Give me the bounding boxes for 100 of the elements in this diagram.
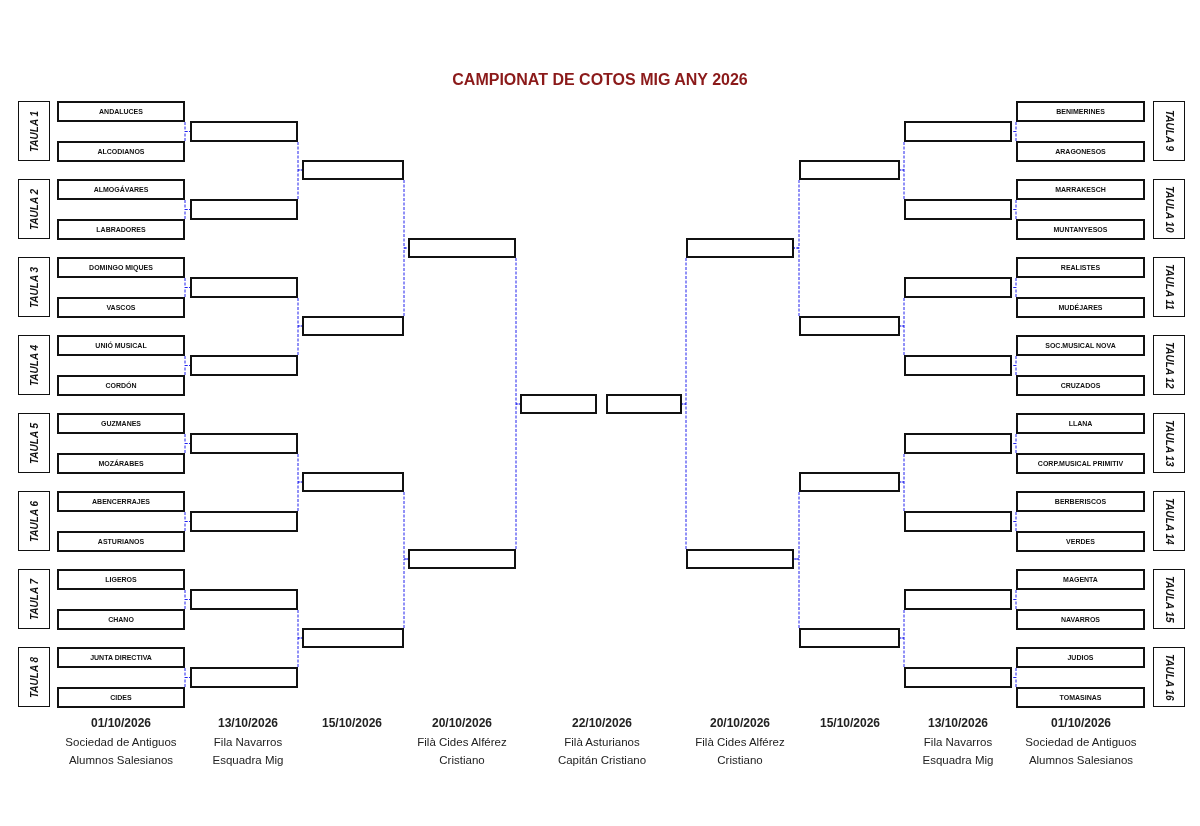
date-label: 22/10/2026 xyxy=(570,715,634,732)
organizer-label: Fila Navarros Esquadra Mig xyxy=(211,735,285,768)
organizer-label: Sociedad de Antiguos Alumnos Salesianos xyxy=(1024,735,1138,768)
result-box xyxy=(190,667,298,688)
result-box xyxy=(904,589,1012,610)
result-box xyxy=(686,238,794,258)
result-box xyxy=(190,355,298,376)
bracket-line xyxy=(1011,443,1017,454)
bracket-line xyxy=(899,481,905,512)
result-box xyxy=(302,628,404,648)
result-box xyxy=(904,199,1012,220)
table-number-box: TAULA 10 xyxy=(1153,179,1185,239)
bracket-line xyxy=(184,209,191,220)
table-number-box: TAULA 9 xyxy=(1153,101,1185,161)
table-number-box: TAULA 1 xyxy=(18,101,50,161)
organizer-label: Filà Cides Alférez Cristiano xyxy=(416,735,508,768)
bracket-line xyxy=(297,637,303,668)
bracket-line xyxy=(793,558,800,629)
bracket-line xyxy=(184,677,191,688)
bracket-line xyxy=(184,365,191,376)
result-box xyxy=(302,316,404,336)
organizer-label: Filà Cides Alférez Cristiano xyxy=(694,735,786,768)
result-box xyxy=(686,549,794,569)
table-number-box: TAULA 8 xyxy=(18,647,50,707)
bracket-line xyxy=(1011,521,1017,532)
bracket-line xyxy=(1011,287,1017,298)
date-label: 15/10/2026 xyxy=(818,715,882,732)
result-box xyxy=(799,160,900,180)
table-number-box: TAULA 7 xyxy=(18,569,50,629)
table-number-box: TAULA 12 xyxy=(1153,335,1185,395)
table-number-box: TAULA 16 xyxy=(1153,647,1185,707)
bracket-line xyxy=(899,325,905,356)
bracket-line xyxy=(515,257,521,405)
date-label: 01/10/2026 xyxy=(1049,715,1113,732)
bracket-line xyxy=(184,287,191,298)
table-number-box: TAULA 13 xyxy=(1153,413,1185,473)
table-number-box: TAULA 11 xyxy=(1153,257,1185,317)
result-box xyxy=(190,199,298,220)
bracket-line xyxy=(899,169,905,200)
title: CAMPIONAT DE COTOS MIG ANY 2026 xyxy=(451,71,749,89)
bracket-line xyxy=(297,325,303,356)
table-number-box: TAULA 3 xyxy=(18,257,50,317)
date-label: 13/10/2026 xyxy=(216,715,280,732)
result-box xyxy=(904,355,1012,376)
organizer-label: Sociedad de Antiguos Alumnos Salesianos xyxy=(64,735,178,768)
date-label: 20/10/2026 xyxy=(708,715,772,732)
bracket-line xyxy=(403,491,409,560)
result-box xyxy=(302,472,404,492)
bracket-line xyxy=(1011,209,1017,220)
bracket-line xyxy=(793,491,800,560)
result-box xyxy=(520,394,597,414)
result-box xyxy=(904,121,1012,142)
table-number-box: TAULA 14 xyxy=(1153,491,1185,551)
bracket-line xyxy=(899,609,905,639)
date-label: 13/10/2026 xyxy=(926,715,990,732)
bracket-line xyxy=(184,443,191,454)
result-box xyxy=(190,433,298,454)
date-label: 15/10/2026 xyxy=(320,715,384,732)
bracket-line xyxy=(899,637,905,668)
result-box xyxy=(302,160,404,180)
bracket-line xyxy=(793,247,800,317)
bracket-line xyxy=(184,521,191,532)
bracket-line xyxy=(1011,599,1017,610)
table-number-box: TAULA 6 xyxy=(18,491,50,551)
date-label: 20/10/2026 xyxy=(430,715,494,732)
bracket-line xyxy=(681,403,687,550)
table-number-box: TAULA 5 xyxy=(18,413,50,473)
bracket-line xyxy=(297,481,303,512)
result-box xyxy=(904,511,1012,532)
organizer-label: Filà Asturianos Capitán Cristiano xyxy=(556,735,648,768)
result-box xyxy=(190,121,298,142)
result-box xyxy=(190,511,298,532)
bracket-line xyxy=(297,453,303,483)
result-box xyxy=(904,433,1012,454)
bracket-line xyxy=(681,257,687,405)
result-box xyxy=(904,667,1012,688)
result-box xyxy=(408,238,516,258)
result-box xyxy=(799,472,900,492)
bracket-line xyxy=(297,169,303,200)
result-box xyxy=(190,589,298,610)
bracket-line xyxy=(899,141,905,171)
date-label: 01/10/2026 xyxy=(89,715,153,732)
bracket-line xyxy=(1011,365,1017,376)
table-number-box: TAULA 15 xyxy=(1153,569,1185,629)
result-box xyxy=(606,394,682,414)
organizer-label: Fila Navarros Esquadra Mig xyxy=(921,735,995,768)
bracket-line xyxy=(403,558,409,629)
result-box xyxy=(799,628,900,648)
bracket-line xyxy=(1011,131,1017,142)
result-box xyxy=(408,549,516,569)
bracket-line xyxy=(1011,677,1017,688)
bracket-line xyxy=(184,599,191,610)
table-number-box: TAULA 4 xyxy=(18,335,50,395)
table-number-box: TAULA 2 xyxy=(18,179,50,239)
result-box xyxy=(799,316,900,336)
bracket-line xyxy=(297,297,303,327)
bracket-line xyxy=(515,403,521,550)
bracket-line xyxy=(899,297,905,327)
result-box xyxy=(190,277,298,298)
bracket-line xyxy=(403,247,409,317)
